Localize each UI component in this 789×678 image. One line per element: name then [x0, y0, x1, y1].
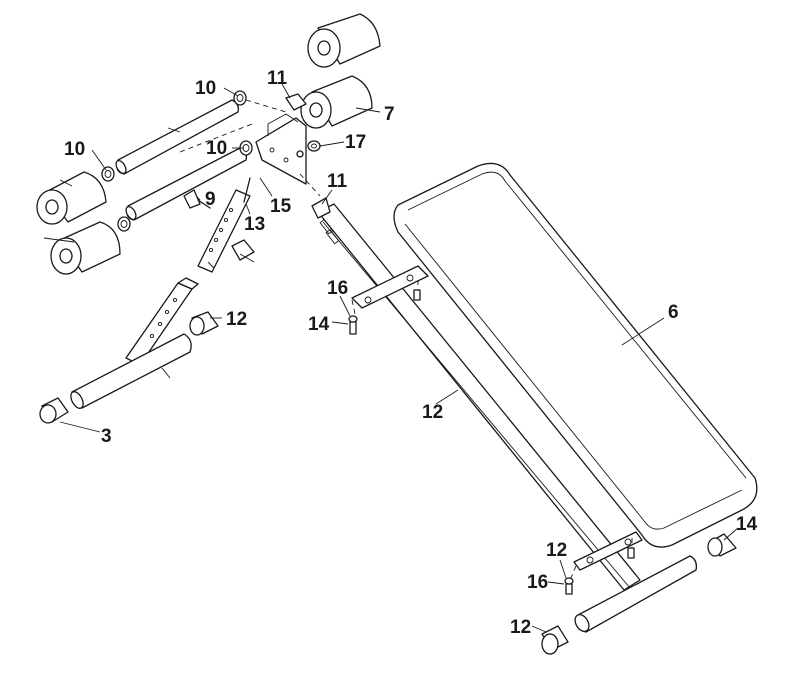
- callout-9: 9: [205, 189, 216, 210]
- end-cap-12: [39, 397, 69, 424]
- callout-10: 10: [195, 78, 216, 99]
- callout-12: 3: [101, 426, 112, 447]
- screw-14-lower: [564, 577, 574, 595]
- callout-3: 12: [422, 402, 443, 423]
- callout-16: 16: [327, 278, 348, 299]
- callout-12: 12: [226, 309, 247, 330]
- callout-11: 11: [267, 68, 288, 89]
- callout-16: 12: [546, 540, 567, 561]
- foam-roller-7: [300, 75, 373, 129]
- callout-17: 17: [345, 132, 366, 153]
- lower-leg-assembly: [70, 277, 199, 409]
- nut-17: [296, 140, 321, 158]
- screw-right-upper: [413, 289, 421, 301]
- callout-10: 10: [206, 138, 227, 159]
- callout-6: 6: [668, 302, 679, 323]
- knob-13: [231, 177, 255, 261]
- cap-11-top: [285, 93, 307, 111]
- callout-14: 14: [308, 314, 330, 335]
- foam-roller-left-lower: [50, 221, 121, 275]
- callout-12: 14: [736, 514, 758, 535]
- bushing-10: [117, 216, 131, 232]
- callout-11: 11: [327, 171, 348, 192]
- bushing-10: [233, 90, 247, 106]
- upper-cross-bracket: [351, 265, 429, 309]
- foam-roller-top: [307, 13, 381, 68]
- screw-right-lower: [627, 547, 635, 559]
- callout-7: 7: [384, 104, 395, 125]
- callout-15: 15: [270, 196, 292, 217]
- bottom-support-tube: [574, 555, 698, 633]
- bench-pad: [393, 162, 758, 548]
- leader-lines: [43, 83, 739, 633]
- screw-14-upper: [348, 315, 358, 335]
- callout-12: 12: [510, 617, 531, 638]
- cap-11-frame: [311, 197, 331, 219]
- lower-cross-bracket: [573, 531, 643, 571]
- pin-9: [183, 189, 211, 209]
- callout-14: 16: [527, 572, 548, 593]
- foam-roller-left-upper: [36, 171, 107, 225]
- end-cap-12: [189, 311, 219, 336]
- assembly-guide-lines: [179, 99, 633, 581]
- top-bracket: [255, 113, 307, 185]
- end-cap-12: [541, 625, 569, 655]
- bushing-10: [101, 166, 115, 182]
- end-cap-12: [707, 533, 737, 557]
- callout-13: 13: [244, 214, 265, 235]
- callout-10: 10: [64, 139, 85, 160]
